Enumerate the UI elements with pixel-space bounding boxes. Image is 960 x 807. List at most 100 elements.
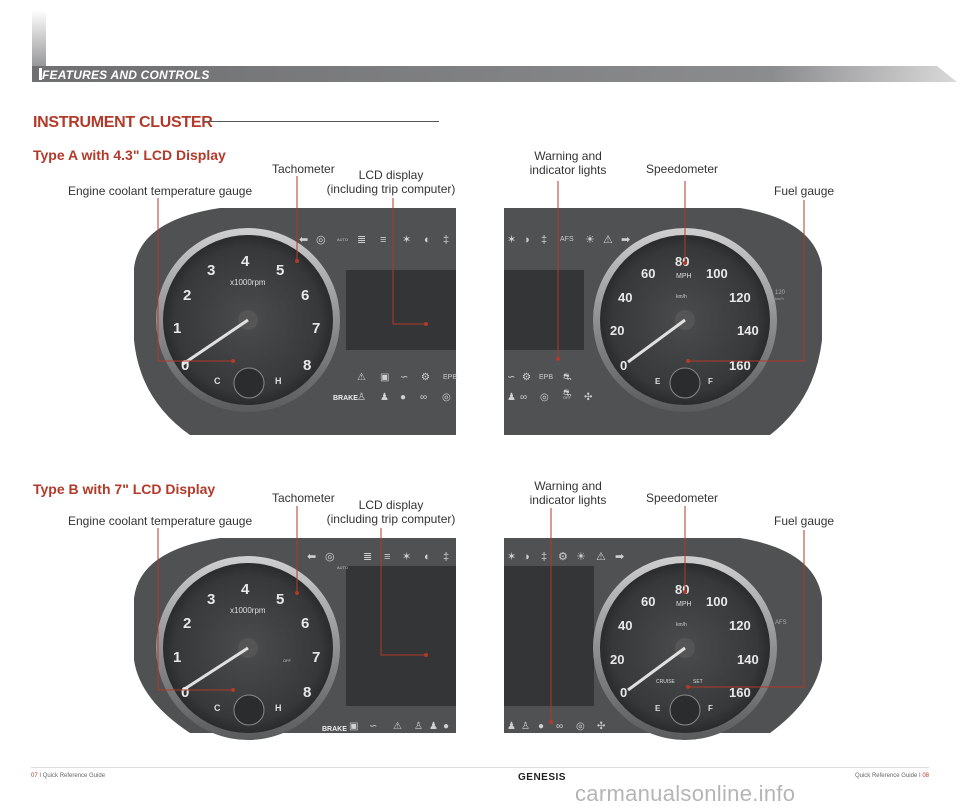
label-fuel-b: Fuel gauge xyxy=(774,514,835,528)
speed-num-60: 60 xyxy=(641,266,655,281)
lcd-screen-a-right xyxy=(504,270,584,350)
temp-c-b: C xyxy=(214,703,221,713)
set-label-b: SET xyxy=(693,679,703,685)
four-wheel-icon-right: ∞ xyxy=(520,392,527,403)
watermark: carmanualsonline.info xyxy=(575,781,796,806)
speed-num-b-140: 140 xyxy=(737,652,759,667)
label-coolant-b: Engine coolant temperature gauge xyxy=(68,514,253,528)
label-speedometer-a: Speedometer xyxy=(646,162,719,176)
position-light-icon-b: ◐ xyxy=(424,551,431,563)
lcd-screen-b-right xyxy=(504,566,594,706)
label-tachometer-a: Tachometer xyxy=(272,162,335,176)
temp-h-b: H xyxy=(275,703,282,713)
footer-right-text: Quick Reference Guide I xyxy=(854,773,921,779)
indicator-row-top-b: ⬅ ◎ ≣ ≡ ✶ ◐ ‡ ✶ ◑ ‡ ⚙ ☀ ⚠ ➡ xyxy=(307,551,624,563)
label-warning-a: Warning and indicator lights xyxy=(526,149,610,177)
turn-left-icon-b: ⬅ xyxy=(307,551,316,563)
footer-right-page: 08 xyxy=(922,773,929,779)
rear-fog-icon-right-b: ‡ xyxy=(541,551,547,563)
speed-numbers-a: 0 20 40 60 80 100 120 140 160 xyxy=(610,254,759,373)
label-warning-b-line2: indicator lights xyxy=(529,493,607,507)
callout-lines-a xyxy=(157,176,805,362)
steering-icon: ✣ xyxy=(584,392,592,403)
indicator-row-bottom-a: ⚠ ▣ ∽ ⚙ ♙ ♟ ● ∞ ◎ ∽ ⚙ ⛐ ♟ ∞ ◎ ⛐ ✣ xyxy=(357,372,592,403)
airbag-icon-right: ♟ xyxy=(507,392,516,403)
front-fog-icon-b: ✶ xyxy=(507,551,516,563)
speed-numbers-b: 0 20 40 60 80 100 120 140 160 xyxy=(610,582,759,700)
tach-num-b-8: 8 xyxy=(303,684,311,701)
afs-label-a: AFS xyxy=(560,236,574,243)
check-engine-icon: ⚙ xyxy=(421,372,430,383)
rear-fog-icon-right: ‡ xyxy=(541,234,547,246)
speed-num-80: 80 xyxy=(675,254,689,269)
speed-num-b-160: 160 xyxy=(729,685,751,700)
label-coolant-a: Engine coolant temperature gauge xyxy=(68,184,253,198)
speed-num-20: 20 xyxy=(610,323,624,338)
speed-num-100: 100 xyxy=(706,266,728,281)
abs-icon-right: ◎ xyxy=(540,392,549,403)
footer-rule xyxy=(31,767,929,768)
speed-num-b-100: 100 xyxy=(706,594,728,609)
fuel-f-b: F xyxy=(708,704,713,713)
tpms-icon: ◎ xyxy=(316,234,326,246)
oil-pressure-icon: ∽ xyxy=(400,372,408,383)
section-header: FEATURES AND CONTROLS xyxy=(42,68,210,82)
header-bar xyxy=(32,10,957,82)
speed-num-120: 120 xyxy=(729,290,751,305)
bulb-warning-icon-b: ☀ xyxy=(576,551,586,563)
oil-pressure-icon-b: ∽ xyxy=(369,721,377,732)
tach-num-b-4: 4 xyxy=(241,581,250,598)
title-rule xyxy=(203,121,439,122)
battery-icon-b: ▣ xyxy=(349,721,358,732)
four-wheel-icon: ∞ xyxy=(420,392,427,403)
esc-icon: ⛐ xyxy=(563,372,572,383)
afs-label-b: AFS xyxy=(775,620,787,626)
label-tachometer-b: Tachometer xyxy=(272,491,335,505)
airbag-icon-b: ♟ xyxy=(429,721,438,732)
lcd-screen-a xyxy=(346,270,456,350)
battery-icon: ▣ xyxy=(380,372,389,383)
abs-icon: ◎ xyxy=(442,392,451,403)
kmh-unit-a: km/h xyxy=(676,294,687,300)
glow-plug-icon: ● xyxy=(400,392,406,403)
seatbelt-icon-right-b: ♙ xyxy=(521,721,530,732)
brake-warning-icon-b: ⚠ xyxy=(393,721,402,732)
side-120-a: 120 xyxy=(775,290,786,296)
fog-light-icon: ✶ xyxy=(402,234,411,246)
speed-unit-b: MPH xyxy=(676,601,692,608)
headlight-icon: ≣ xyxy=(357,234,366,246)
esc-off-icon: ⛐ xyxy=(563,388,572,399)
rear-fog-icon-b: ‡ xyxy=(443,551,449,563)
master-warning-icon-b: ⚠ xyxy=(596,551,606,563)
tach-num-b-2: 2 xyxy=(183,615,191,632)
fuel-f-a: F xyxy=(708,377,713,386)
tach-unit-a: x1000rpm xyxy=(230,278,266,287)
footer-left-page: 07 xyxy=(31,773,38,779)
auto-label-b: AUTO xyxy=(337,565,348,570)
oil-icon-right: ∽ xyxy=(507,372,515,383)
label-lcd-a: LCD display (including trip computer) xyxy=(325,168,457,196)
tach-num-1: 1 xyxy=(173,320,181,337)
turn-left-icon: ⬅ xyxy=(299,234,308,246)
tach-num-0: 0 xyxy=(181,357,189,374)
speedometer-b xyxy=(593,556,777,740)
off-label-b: OFF xyxy=(283,658,292,663)
fuel-e-a: E xyxy=(655,377,661,386)
speed-num-b-80: 80 xyxy=(675,582,689,597)
steering-icon-b: ✣ xyxy=(597,721,605,732)
front-fog-icon: ✶ xyxy=(507,234,516,246)
temp-h-a: H xyxy=(275,376,282,386)
speedometer-a xyxy=(593,228,777,412)
epb-label-a: EPB xyxy=(443,374,457,381)
footer-left: 07 I Quick Reference Guide xyxy=(31,773,105,779)
speed-num-b-60: 60 xyxy=(641,594,655,609)
kmh-unit-b: km/h xyxy=(676,622,687,628)
tach-num-b-3: 3 xyxy=(207,591,215,608)
page-title: INSTRUMENT CLUSTER xyxy=(33,114,213,131)
speed-num-0: 0 xyxy=(620,358,627,373)
side-kmh-a: km/h xyxy=(775,296,784,301)
tach-num-b-7: 7 xyxy=(312,649,320,666)
footer-left-text: I Quick Reference Guide xyxy=(39,773,106,779)
position-light-icon: ◐ xyxy=(424,234,431,246)
tach-num-8: 8 xyxy=(303,357,311,374)
